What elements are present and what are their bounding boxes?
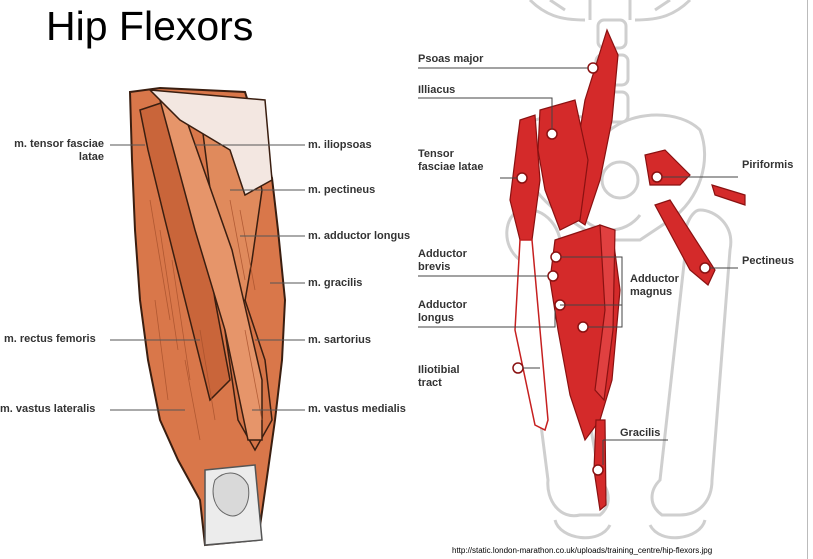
muscle-markers [512, 62, 711, 476]
label-vastus-lateralis: m. vastus lateralis [0, 403, 96, 415]
label-tensor-fasciae-latae: m. tensor fasciae latae [4, 138, 104, 164]
thigh-illustration [110, 86, 305, 547]
label-illiacus: Illiacus [418, 84, 456, 96]
label-line: latae [78, 151, 104, 163]
label-gracilis-left: m. gracilis [308, 277, 363, 289]
right-leader-lines [418, 67, 738, 465]
label-tensor-fasciae-latae-right: Tensor fasciae latae [418, 148, 484, 173]
label-adductor-brevis: Adductor brevis [418, 248, 467, 273]
label-pectineus-right: Pectineus [742, 255, 794, 267]
label-adductor-magnus: Adductor magnus [630, 273, 679, 298]
label-piriformis: Piriformis [742, 159, 794, 171]
label-vastus-medialis: m. vastus medialis [308, 403, 406, 415]
label-rectus-femoris: m. rectus femoris [4, 333, 96, 345]
page-title: Hip Flexors [46, 3, 254, 49]
red-muscles [509, 28, 746, 512]
label-iliopsoas: m. iliopsoas [308, 139, 372, 151]
label-pectineus-left: m. pectineus [308, 184, 376, 196]
label-sartorius: m. sartorius [308, 334, 371, 346]
label-line: m. tensor fasciae [14, 138, 104, 150]
slide-border [807, 0, 808, 559]
source-url: http://static.london-marathon.co.uk/uplo… [452, 546, 713, 555]
label-adductor-longus-right: Adductor longus [418, 299, 467, 324]
label-psoas-major: Psoas major [418, 53, 484, 65]
label-iliotibial-tract: Iliotibial tract [418, 364, 460, 389]
label-gracilis-right: Gracilis [620, 427, 661, 439]
label-adductor-longus-left: m. adductor longus [308, 230, 411, 242]
